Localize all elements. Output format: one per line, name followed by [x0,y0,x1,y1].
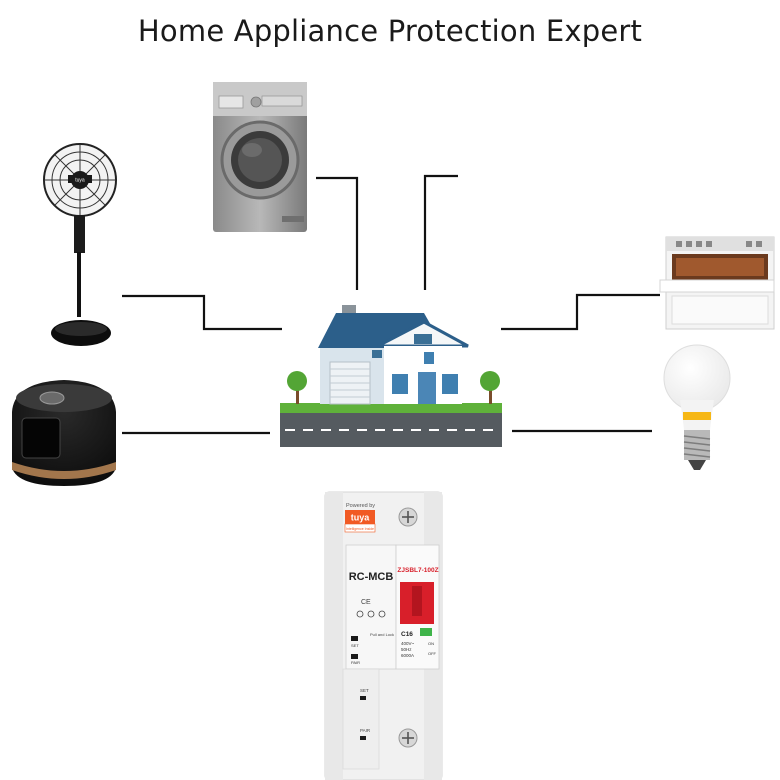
model-label: RC-MCB [349,571,394,583]
pair-button-lower[interactable] [360,736,366,740]
house-icon [280,305,502,447]
line-top-right [423,174,458,290]
washing-machine-icon [213,82,307,232]
certification-icons [356,610,386,618]
set-button-lower[interactable] [360,696,366,700]
fan-brand-label: tuya [75,178,85,184]
oven-icon [659,236,775,330]
tuya-brand-label: tuya [351,513,371,523]
on-label: ON [428,641,434,646]
circuit-breaker: Powered by tuya Intelligence Inside RC-M… [324,491,443,780]
line-fan [122,294,282,331]
off-label: OFF [428,651,437,656]
spec-frequency: 50Hz [401,647,412,652]
spec-voltage: 400V~ [401,641,415,646]
page-title: Home Appliance Protection Expert [137,14,643,48]
line-oven [501,293,660,331]
spec-capacity: 6000A [401,653,414,658]
light-bulb-icon [663,344,731,470]
model-number: ZJSBL7-100Z [397,567,438,574]
powered-by-label: Powered by [346,503,375,509]
standing-fan-icon: tuya [43,143,117,346]
rice-cooker-icon [12,380,116,486]
set-label: SET [351,643,359,648]
tuya-sub-label: Intelligence Inside [346,527,374,531]
pull-lock-label: Pull and Lock [370,632,394,637]
connector-lines [122,174,660,435]
line-washer [316,176,359,290]
set-label-lower: SET [360,688,369,693]
set-button[interactable] [351,636,358,641]
pair-button[interactable] [351,654,358,659]
rating-label: C16 [401,631,413,638]
pair-label-lower: PAIR [360,728,371,733]
pair-label: PAIR [351,660,360,665]
ce-mark: CE [361,599,371,606]
status-indicator [420,628,432,636]
